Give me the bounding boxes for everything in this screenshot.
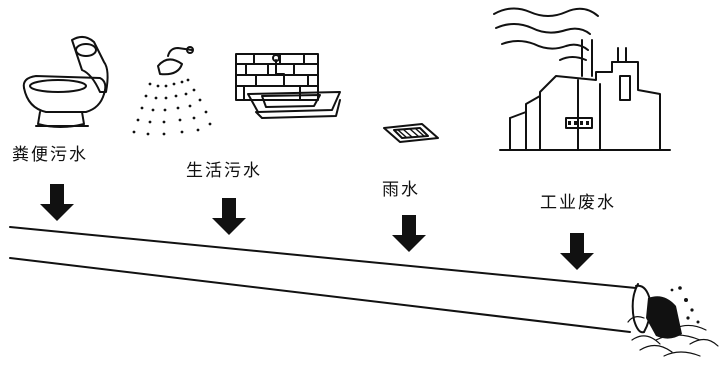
- flow-arrows: [40, 184, 594, 270]
- shower-water: [132, 78, 212, 136]
- sewer-pipe: [9, 226, 652, 334]
- drain-grate-bars: [397, 128, 425, 138]
- outflow-dark-water: [646, 286, 700, 339]
- label-rainwater: 雨水: [382, 180, 420, 200]
- label-feces-sewage: 粪便污水: [12, 145, 88, 165]
- arrow-down-domestic: [212, 198, 246, 235]
- sink-icon: [235, 53, 341, 119]
- label-domestic-sewage: 生活污水: [186, 161, 262, 181]
- label-industrial-wastewater: 工业废水: [540, 193, 616, 213]
- arrow-down-rain: [392, 215, 426, 252]
- arrow-down-feces: [40, 184, 74, 221]
- factory-icon: [493, 7, 671, 151]
- drain-grate-icon: [383, 123, 439, 143]
- toilet-icon: [22, 36, 109, 128]
- factory-windows: [568, 121, 589, 125]
- arrow-down-industrial: [560, 233, 594, 270]
- shower-icon: [157, 46, 194, 76]
